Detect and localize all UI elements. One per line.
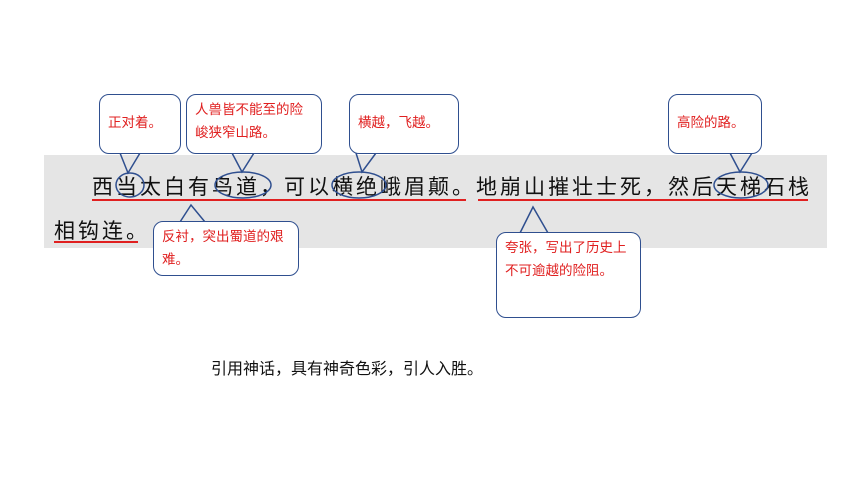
underline-line-2 — [54, 241, 138, 243]
circle-dang — [115, 172, 145, 198]
pointer-tiandi — [729, 152, 753, 174]
callout-tiandi: 高险的路。 — [668, 94, 762, 154]
underline-first-sentence — [92, 199, 466, 201]
passage-line-2: 相钩连。 — [54, 219, 150, 243]
pointer-dang — [119, 152, 141, 175]
callout-hengjue: 横越，飞越。 — [349, 94, 459, 154]
callout-dang: 正对着。 — [99, 94, 181, 154]
pointer-kuazhang — [519, 205, 549, 234]
circle-hengjue — [331, 171, 387, 199]
pointer-fanchen — [179, 203, 206, 223]
passage-line-1: 西当太白有鸟道，可以横绝峨眉颠。地崩山摧壮士死，然后天梯石栈 — [92, 175, 812, 199]
callout-kuazhang: 夸张，写出了历史上不可逾越的险阻。 — [496, 232, 641, 318]
callout-niaodao: 人兽皆不能至的险峻狭窄山路。 — [186, 94, 322, 154]
circle-tiandi — [713, 171, 769, 199]
pointer-niaodao — [231, 152, 255, 174]
callout-fanchen: 反衬，突出蜀道的艰难。 — [153, 221, 299, 276]
underline-second-sentence — [478, 199, 808, 201]
pointer-hengjue — [355, 152, 377, 174]
rhetoric-note: 引用神话，具有神奇色彩，引人入胜。 — [211, 359, 484, 378]
circle-niaodao — [214, 171, 272, 199]
